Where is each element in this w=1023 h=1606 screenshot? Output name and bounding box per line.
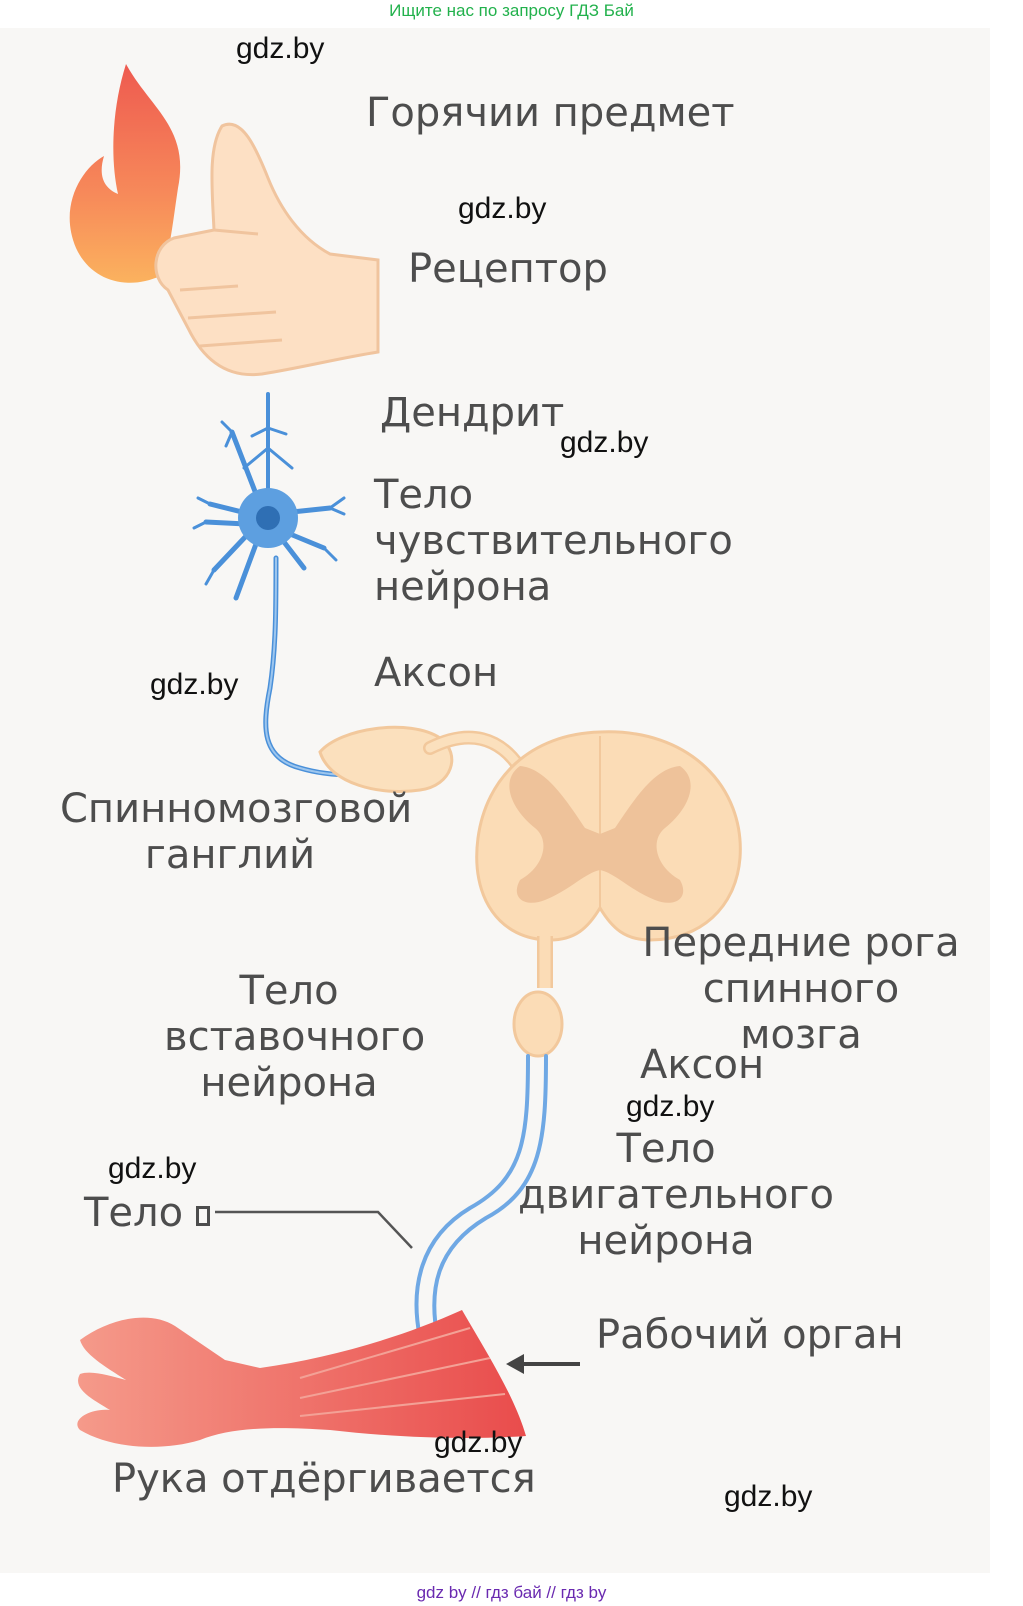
gray-matter xyxy=(509,766,691,903)
interneuron-body xyxy=(512,990,564,1058)
watermark: gdz.by xyxy=(626,1090,715,1123)
watermark: gdz.by xyxy=(560,426,649,459)
label-hot-object: Горячии предмет xyxy=(366,90,735,136)
sensory-neuron-icon xyxy=(192,392,439,778)
body-leader-line xyxy=(215,1210,413,1249)
label-anterior-horns: Передние рога спинного мозга xyxy=(642,920,960,1058)
label-axon-1: Аксон xyxy=(374,650,499,696)
hand-icon xyxy=(154,122,380,377)
label-receptor: Рецептор xyxy=(408,246,608,292)
arm-icon xyxy=(77,1310,526,1447)
label-motor-neuron-body: Тело двигательного нейрона xyxy=(518,1126,834,1264)
flame-icon xyxy=(69,64,181,283)
spinal-ganglion xyxy=(318,725,454,793)
watermark: gdz.by xyxy=(434,1426,523,1459)
label-dendrite: Дендрит xyxy=(380,390,565,436)
arrow-left-icon xyxy=(506,1354,580,1374)
bottom-banner: gdz by // гдз бай // гдз by xyxy=(416,1583,607,1602)
watermark: gdz.by xyxy=(236,32,325,65)
watermark: gdz.by xyxy=(150,668,239,701)
watermark: gdz.by xyxy=(458,192,547,225)
motor-axon xyxy=(414,1054,548,1342)
label-axon-2: Аксон xyxy=(640,1042,765,1088)
reflex-arc-illustration xyxy=(69,64,742,1447)
diagram-panel: Горячии предмет Рецептор Дендрит Тело чу… xyxy=(0,28,990,1573)
label-sensory-neuron-body: Тело чувствительного нейрона xyxy=(374,472,733,610)
label-body-small: Тело xyxy=(84,1190,184,1236)
top-banner: Ищите нас по запросу ГДЗ Бай xyxy=(389,1,634,20)
watermark: gdz.by xyxy=(724,1480,813,1513)
label-working-organ: Рабочий орган xyxy=(596,1312,904,1358)
sensory-neuron-nucleus xyxy=(256,506,280,530)
label-interneuron-body: Тело вставочного нейрона xyxy=(164,968,426,1106)
label-spinal-ganglion: Спинномозговой ганглий xyxy=(60,786,413,878)
small-square-marker xyxy=(196,1206,210,1226)
watermark: gdz.by xyxy=(108,1152,197,1185)
label-hand-withdraws: Рука отдёргивается xyxy=(112,1456,536,1502)
